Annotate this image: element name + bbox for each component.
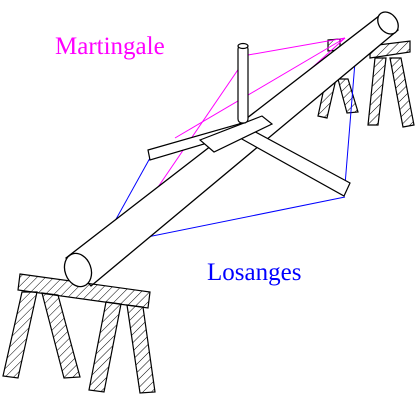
martingale-line-aft — [174, 37, 346, 139]
mast-vertical-post-top — [237, 42, 249, 50]
losanges-label: Losanges — [207, 259, 301, 286]
losange-line-bottom — [117, 196, 346, 244]
left-trestle-top-beam — [17, 273, 151, 309]
mast-top-end — [377, 11, 399, 35]
mast-vertical-post — [237, 44, 249, 124]
left-trestle-leg-right-front — [126, 304, 156, 394]
right-trestle-leg-right-front — [389, 57, 415, 128]
right-trestle-leg-right-back — [367, 57, 387, 126]
martingale-label: Martingale — [55, 33, 165, 60]
mast-foot — [63, 252, 93, 288]
losange-line-right — [344, 61, 356, 186]
spreaders — [147, 42, 351, 197]
losange-line-left — [109, 157, 151, 231]
martingale-line-forward — [247, 37, 346, 56]
left-trestle-leg-right-back — [88, 301, 122, 393]
spreader-right — [239, 127, 351, 197]
spreader-deck — [198, 115, 274, 153]
right-trestle-leg-left-front — [337, 78, 359, 114]
left-trestle — [2, 273, 156, 394]
left-trestle-leg-left-front — [41, 292, 81, 379]
left-trestle-leg-left-back — [2, 291, 38, 379]
mast-foot-end — [63, 252, 93, 288]
